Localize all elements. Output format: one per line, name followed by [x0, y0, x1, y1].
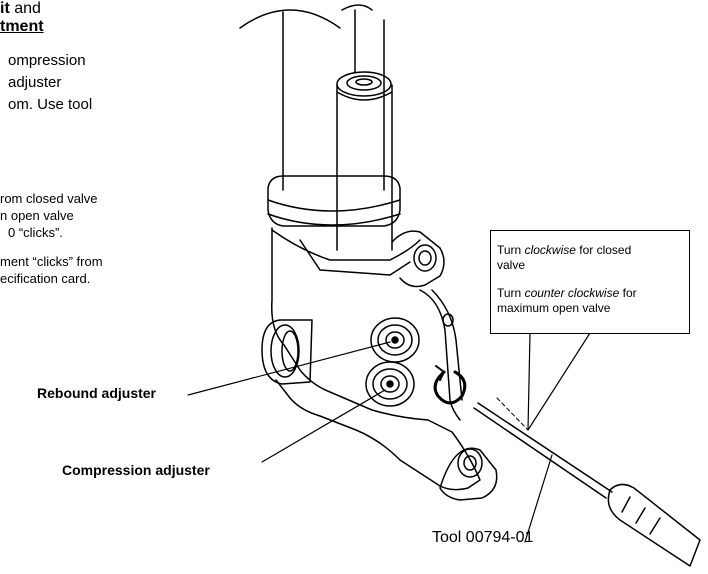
screwdriver: [473, 402, 701, 567]
callout-clockwise: Turn clockwise for closed valve: [497, 243, 632, 272]
rebound-knob: [370, 317, 420, 363]
callout-pointer: [527, 332, 591, 431]
upper-clamp: [391, 230, 445, 288]
damper-cap: [336, 71, 392, 97]
section-heading-line1: it and: [0, 0, 41, 18]
compression-adjuster-label: Compression adjuster: [62, 462, 210, 478]
rebound-adjuster-label: Rebound adjuster: [37, 385, 157, 401]
step-b-line-1: ment “clicks” from: [0, 254, 103, 269]
lower-body: [271, 227, 481, 491]
stanchion-top-arc: [239, 9, 341, 29]
compression-leader: [261, 389, 386, 463]
heading-rest-fragment: and: [9, 0, 41, 17]
intro-line-2: adjuster: [8, 74, 62, 91]
rotation-arrow-icon: [433, 370, 467, 405]
intro-line-1: ompression: [8, 52, 86, 69]
tool-leader: [524, 454, 553, 543]
step-b-line-2: ecification card.: [0, 271, 91, 286]
step-a-line-2: n open valve: [0, 208, 74, 223]
lower-mount: [439, 447, 498, 501]
rebound-leader: [187, 341, 391, 396]
callout-counter-clockwise: Turn counter clockwise for maximum open …: [497, 286, 637, 315]
tool-number-label: Tool 00794-01: [432, 529, 534, 546]
section-heading-line2: tment: [0, 18, 44, 35]
compression-knob: [365, 361, 415, 407]
stanchion-top-arc-right: [341, 4, 373, 11]
instruction-callout: Turn clockwise for closed valve Turn cou…: [490, 230, 690, 334]
intro-line-3: om. Use tool: [8, 96, 93, 113]
step-a-line-1: rom closed valve: [0, 191, 98, 206]
lower-collar: [267, 175, 401, 227]
axle-boss: [261, 319, 313, 385]
step-a-line-3: 0 “clicks”.: [8, 225, 63, 240]
heading-bold-fragment: it: [0, 0, 10, 17]
